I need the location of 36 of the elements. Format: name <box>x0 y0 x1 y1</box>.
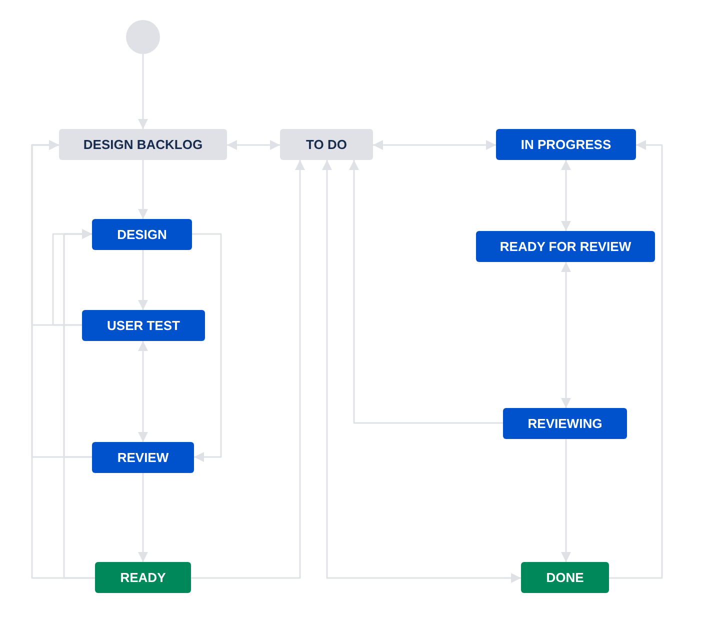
status-box <box>82 310 205 341</box>
status-box <box>503 408 627 439</box>
connector-arrow <box>322 160 521 583</box>
status-label: DESIGN <box>117 227 167 242</box>
connector-arrow <box>227 140 280 150</box>
status-label: IN PROGRESS <box>520 137 612 152</box>
connector-arrow <box>561 262 571 408</box>
status-box <box>280 129 373 160</box>
status-box <box>59 129 227 160</box>
status-box <box>95 562 191 593</box>
connector-arrow <box>192 233 222 462</box>
connector-arrow <box>609 140 663 579</box>
connector-arrow <box>191 160 305 579</box>
status-label: TO DO <box>306 137 347 152</box>
connector-arrow <box>561 439 571 562</box>
connector-arrow <box>138 473 148 562</box>
start-circle <box>126 20 160 54</box>
connector-arrow <box>138 54 148 129</box>
connector-arrow <box>138 341 148 442</box>
status-label: DONE <box>546 570 584 585</box>
status-box <box>476 231 655 262</box>
connector-arrow <box>349 160 503 424</box>
connector-arrow <box>373 140 496 150</box>
status-label: USER TEST <box>107 318 180 333</box>
status-label: REVIEW <box>117 450 169 465</box>
status-box <box>521 562 609 593</box>
status-label: REVIEWING <box>528 416 602 431</box>
status-box <box>92 219 192 250</box>
status-label: DESIGN BACKLOG <box>83 137 203 152</box>
status-label: READY FOR REVIEW <box>500 239 632 254</box>
status-label: READY <box>120 570 166 585</box>
status-box <box>92 442 194 473</box>
connector-arrow <box>561 160 571 231</box>
connector-arrow <box>138 160 148 219</box>
status-box <box>496 129 636 160</box>
connector-arrow <box>138 250 148 310</box>
